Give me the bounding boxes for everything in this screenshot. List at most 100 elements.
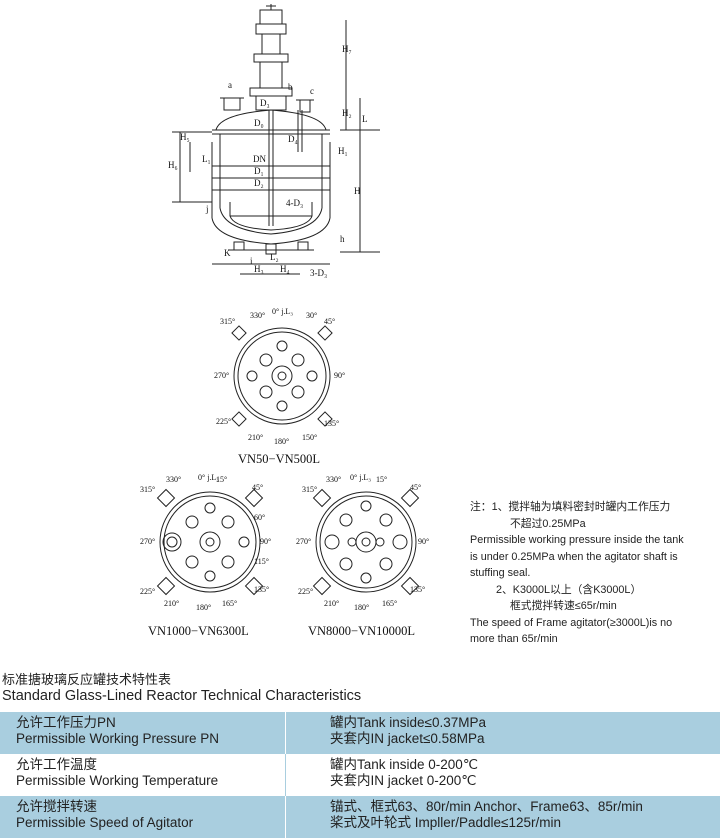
note-line: stuffing seal.	[470, 567, 531, 579]
svg-text:270°: 270°	[296, 537, 311, 546]
svg-text:210°: 210°	[324, 599, 339, 608]
svg-text:15°: 15°	[216, 475, 227, 484]
row-label-en: Permissible Working Pressure PN	[16, 731, 220, 746]
svg-text:L₁: L₁	[202, 154, 211, 164]
svg-text:K: K	[224, 248, 231, 258]
svg-text:165°: 165°	[222, 599, 237, 608]
row-label-zh: 允许搅拌转速	[16, 799, 97, 814]
svg-text:115°: 115°	[254, 557, 269, 566]
svg-text:H₁: H₁	[338, 146, 348, 156]
svg-text:165°: 165°	[382, 599, 397, 608]
row-label: 允许搅拌转速 Permissible Speed of Agitator	[0, 796, 286, 838]
table-title-en: Standard Glass-Lined Reactor Technical C…	[2, 688, 362, 704]
flange-caption-small: VN50−VN500L	[238, 452, 321, 466]
svg-text:45°: 45°	[252, 483, 263, 492]
flange-layout-small: 0° j.L₃ 315° 330° 30° 45° 270° 90° 225° 135°…	[214, 307, 345, 446]
svg-text:0° j.L₃: 0° j.L₃	[272, 307, 293, 316]
row-value-line: 锚式、框式63、80r/min Anchor、Frame63、85r/min	[330, 799, 643, 814]
svg-text:90°: 90°	[418, 537, 429, 546]
note-line: The speed of Frame agitator(≥3000L)is no	[470, 616, 673, 629]
row-value: 锚式、框式63、80r/min Anchor、Frame63、85r/min 桨…	[286, 796, 720, 838]
svg-text:315°: 315°	[140, 485, 155, 494]
svg-text:h: h	[340, 234, 345, 244]
note-line: 不超过0.25MPa	[510, 517, 586, 530]
svg-text:45°: 45°	[410, 483, 421, 492]
row-label-en: Permissible Working Temperature	[16, 773, 219, 788]
svg-text:330°: 330°	[326, 475, 341, 484]
svg-text:L₂: L₂	[270, 252, 279, 262]
note-line: 注：1、搅拌轴为填料密封时罐内工作压力	[470, 501, 671, 513]
svg-text:D₂: D₂	[254, 178, 264, 188]
row-value-line: 夹套内IN jacket≤0.58MPa	[330, 731, 485, 746]
svg-text:315°: 315°	[220, 317, 235, 326]
svg-text:i: i	[250, 256, 253, 266]
svg-text:330°: 330°	[250, 311, 265, 320]
svg-text:30°: 30°	[306, 311, 317, 320]
row-label: 允许工作压力PN Permissible Working Pressure PN	[0, 712, 286, 754]
svg-text:H₂: H₂	[342, 108, 352, 118]
note-line: more than 65r/min	[470, 633, 558, 645]
note-line: 2、K3000L以上（含K3000L）	[496, 583, 642, 596]
table-row: 允许工作温度 Permissible Working Temperature 罐…	[0, 754, 720, 796]
notes-block: 注：1、搅拌轴为填料密封时罐内工作压力 不超过0.25MPa Permissib…	[470, 499, 720, 648]
svg-text:225°: 225°	[298, 587, 313, 596]
spec-table: 允许工作压力PN Permissible Working Pressure PN…	[0, 712, 720, 838]
row-label: 允许工作温度 Permissible Working Temperature	[0, 754, 286, 796]
svg-text:60°: 60°	[254, 513, 265, 522]
table-row: 允许工作压力PN Permissible Working Pressure PN…	[0, 712, 720, 754]
row-value-line: 罐内Tank inside 0-200℃	[330, 757, 478, 772]
svg-text:90°: 90°	[260, 537, 271, 546]
svg-text:180°: 180°	[196, 603, 211, 612]
svg-text:DN: DN	[253, 154, 266, 164]
svg-text:D₀: D₀	[254, 118, 264, 128]
flange-layout-medium: 0° j.L₃ 315°330° 15°45° 270°90° 60°115° …	[140, 473, 271, 612]
svg-text:H₇: H₇	[342, 44, 352, 54]
flange-caption-medium: VN1000−VN6300L	[148, 624, 249, 638]
svg-text:H₅: H₅	[180, 132, 190, 142]
svg-text:c: c	[310, 86, 314, 96]
flange-caption-large: VN8000−VN10000L	[308, 624, 416, 638]
svg-text:15°: 15°	[376, 475, 387, 484]
row-value: 罐内Tank inside 0-200℃ 夹套内IN jacket 0-200℃	[286, 754, 720, 796]
svg-text:210°: 210°	[248, 433, 263, 442]
svg-text:135°: 135°	[410, 585, 425, 594]
svg-text:45°: 45°	[324, 317, 335, 326]
row-value-line: 罐内Tank inside≤0.37MPa	[330, 715, 486, 730]
svg-text:4-D₃: 4-D₃	[286, 198, 303, 208]
row-label-zh: 允许工作温度	[16, 757, 97, 772]
svg-text:H: H	[354, 186, 361, 196]
svg-text:225°: 225°	[216, 417, 231, 426]
technical-drawing-area: a b c D₃ D₀ D₄ DN D₁ D₂ 4-D₃ H₇ H₂ H₁ H …	[140, 4, 720, 648]
note-line: Permissible working pressure inside the …	[470, 534, 684, 546]
row-value: 罐内Tank inside≤0.37MPa 夹套内IN jacket≤0.58M…	[286, 712, 720, 754]
svg-text:j: j	[205, 204, 209, 214]
svg-text:180°: 180°	[354, 603, 369, 612]
svg-text:270°: 270°	[140, 537, 155, 546]
svg-text:0° j.L₃: 0° j.L₃	[350, 473, 371, 482]
reactor-elevation-drawing: a b c D₃ D₀ D₄ DN D₁ D₂ 4-D₃ H₇ H₂ H₁ H …	[168, 4, 380, 278]
svg-text:H₆: H₆	[168, 160, 178, 170]
svg-text:D₁: D₁	[254, 166, 264, 176]
svg-text:150°: 150°	[302, 433, 317, 442]
svg-text:D₃: D₃	[260, 98, 270, 108]
row-value-line: 夹套内IN jacket 0-200℃	[330, 773, 477, 788]
svg-text:L: L	[362, 114, 368, 124]
svg-text:180°: 180°	[274, 437, 289, 446]
svg-text:315°: 315°	[302, 485, 317, 494]
row-label-en: Permissible Speed of Agitator	[16, 815, 194, 830]
svg-text:135°: 135°	[324, 419, 339, 428]
svg-text:270°: 270°	[214, 371, 229, 380]
flange-layout-large: 0° j.L₃ 315° 330° 15° 45° 270° 90° 225° 135°…	[296, 473, 429, 612]
note-line: is under 0.25MPa when the agitator shaft…	[470, 550, 678, 563]
note-line: 框式搅拌转速≤65r/min	[510, 600, 617, 612]
svg-text:D₄: D₄	[288, 134, 298, 144]
svg-text:225°: 225°	[140, 587, 155, 596]
svg-text:3-D₃: 3-D₃	[310, 268, 327, 278]
svg-text:90°: 90°	[334, 371, 345, 380]
row-label-zh: 允许工作压力PN	[16, 715, 116, 730]
svg-text:210°: 210°	[164, 599, 179, 608]
svg-text:a: a	[228, 80, 232, 90]
table-title-zh: 标准搪玻璃反应罐技术特性表	[2, 672, 172, 687]
svg-text:135°: 135°	[254, 585, 269, 594]
table-row: 允许搅拌转速 Permissible Speed of Agitator 锚式、…	[0, 796, 720, 838]
